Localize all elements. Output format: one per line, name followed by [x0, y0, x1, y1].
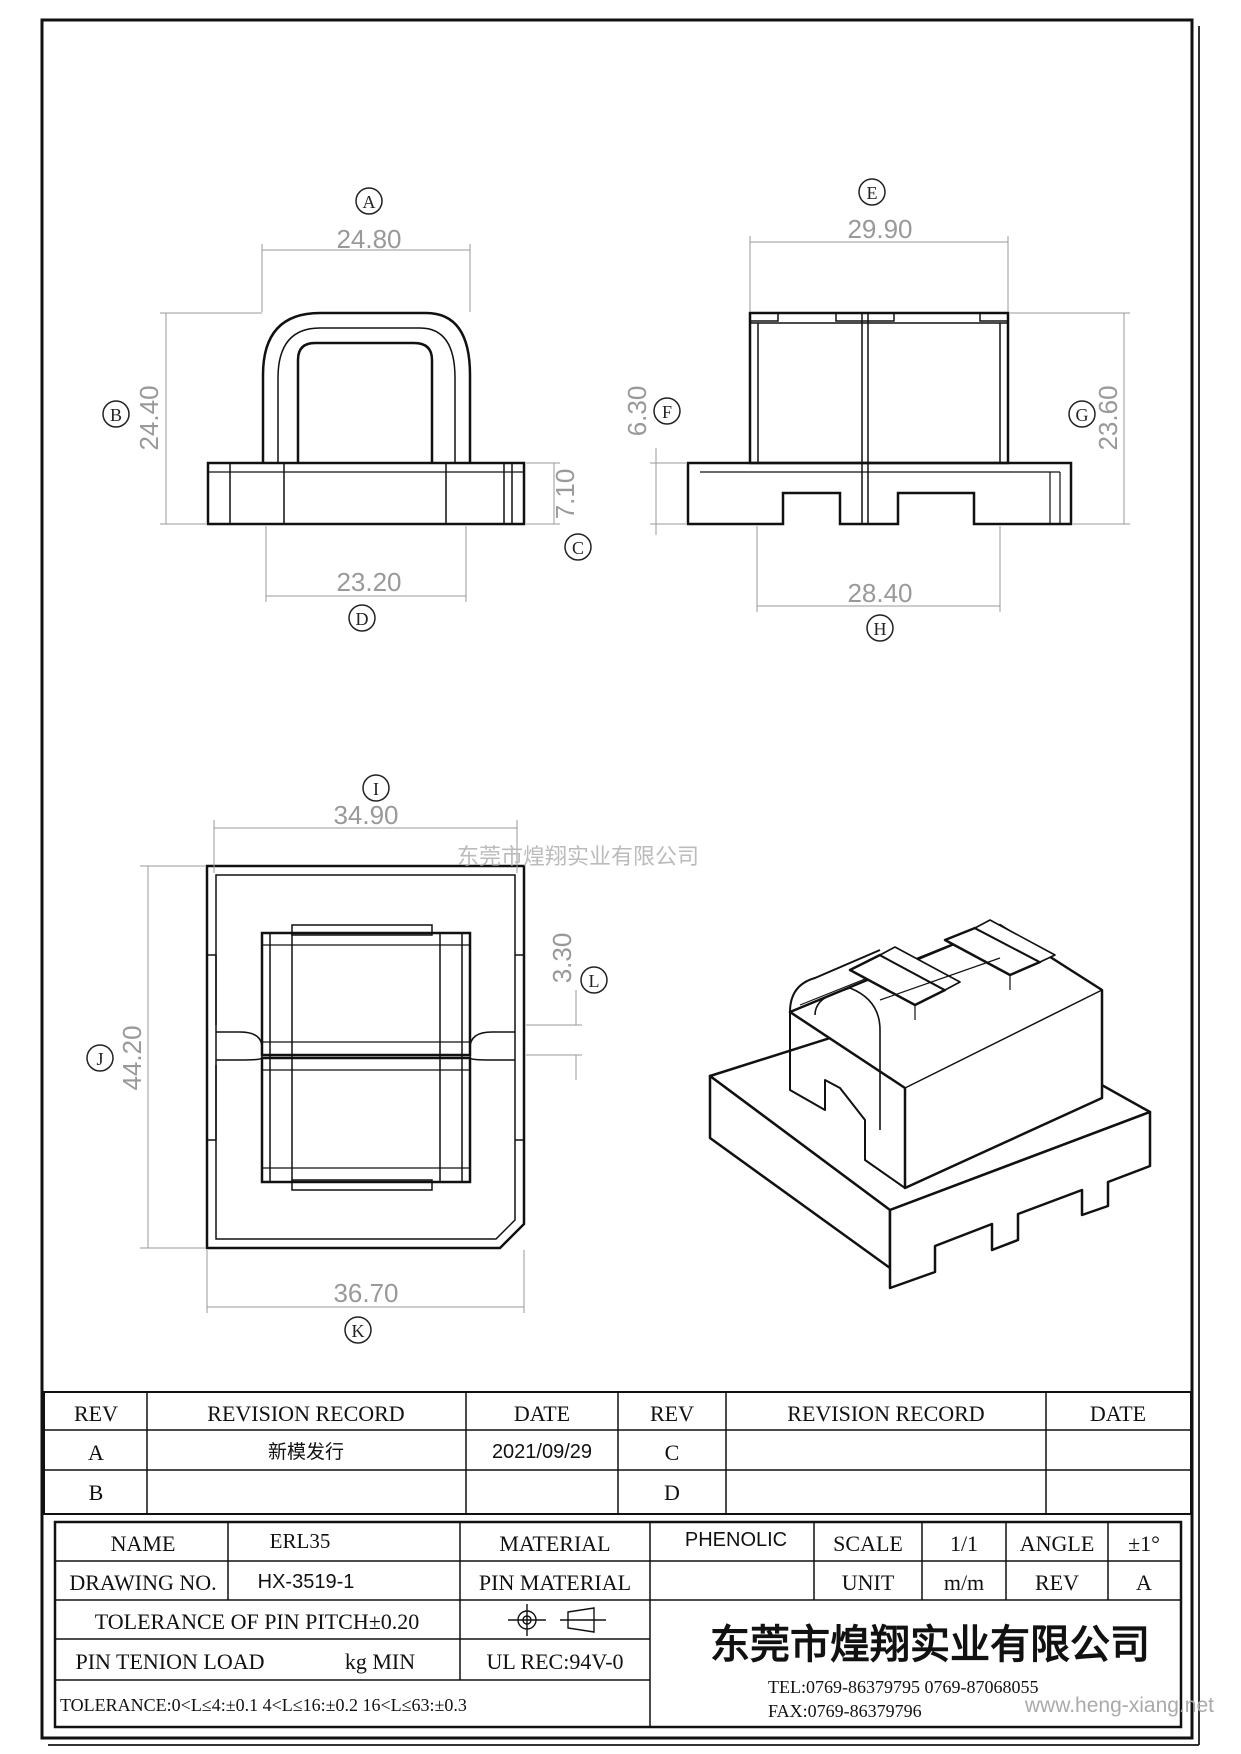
front-bobbin-outer [261, 311, 472, 463]
isometric-view [708, 919, 1152, 1290]
ul-rating: UL REC:94V-0 [486, 1649, 623, 1674]
dim-B-label: B [110, 405, 122, 425]
dim-I-label: I [373, 779, 379, 799]
unit-label: UNIT [842, 1570, 895, 1595]
dim-D-balloon [348, 604, 376, 632]
drawing-no-label: DRAWING NO. [69, 1570, 216, 1595]
dim-J-value: 44.20 [117, 1025, 147, 1090]
dim-A-label: A [363, 192, 376, 212]
dim-J-label: J [96, 1049, 103, 1069]
dim-C-value: 7.10 [550, 469, 580, 520]
dim-E-label: E [867, 183, 878, 203]
rev-row-a-date: 2021/09/29 [492, 1441, 592, 1463]
rev-header-right: REV [650, 1401, 694, 1426]
date-header-left: DATE [514, 1401, 570, 1426]
dim-E-value: 29.90 [847, 214, 912, 244]
rev-label: REV [1035, 1570, 1079, 1595]
dim-A-value: 24.80 [336, 224, 401, 254]
front-dimensions [160, 244, 560, 602]
dim-L-balloon [580, 966, 608, 994]
dim-A-balloon [355, 187, 383, 215]
watermark-site: www.heng-xiang.net [1024, 1694, 1214, 1717]
dim-B-balloon [102, 400, 130, 428]
dim-I-balloon [362, 774, 390, 802]
dim-G-balloon [1068, 400, 1096, 428]
dim-I-value: 34.90 [333, 800, 398, 830]
material-value: PHENOLIC [685, 1529, 787, 1551]
dim-C-label: C [572, 538, 584, 558]
company-name: 东莞市煌翔实业有限公司 [710, 1622, 1150, 1667]
dim-K-label: K [352, 1321, 365, 1341]
dim-D-value: 23.20 [336, 567, 401, 597]
top-dimensions [140, 820, 582, 1313]
revision-record-header-left: REVISION RECORD [207, 1401, 404, 1426]
dim-L-value: 3.30 [547, 933, 577, 984]
pin-tension-unit: kg MIN [345, 1649, 415, 1674]
dim-F-balloon [653, 397, 681, 425]
scale-value: 1/1 [950, 1531, 978, 1556]
dim-F-label: F [662, 402, 672, 422]
company-fax: FAX:0769-86379796 [768, 1701, 922, 1721]
general-tolerance: TOLERANCE:0<L≤4:±0.1 4<L≤16:±0.2 16<L≤63… [60, 1695, 467, 1715]
top-base-outline [205, 864, 526, 1250]
dim-C-balloon [564, 533, 592, 561]
sheet-border [40, 18, 1194, 1740]
angle-label: ANGLE [1020, 1531, 1095, 1556]
drawing-no-value: HX-3519-1 [258, 1571, 355, 1593]
material-label: MATERIAL [499, 1531, 610, 1556]
top-bobbin-lower [260, 1056, 472, 1184]
front-view [206, 311, 526, 526]
tolerance-pin-pitch: TOLERANCE OF PIN PITCH±0.20 [95, 1609, 420, 1634]
side-dimensions [650, 236, 1130, 612]
rev-row-a-record: 新模发行 [268, 1441, 344, 1463]
dim-F-value: 6.30 [622, 386, 652, 437]
date-header-right: DATE [1090, 1401, 1146, 1426]
side-view [686, 311, 1073, 526]
dim-J-balloon [86, 1044, 114, 1072]
pin-material-label: PIN MATERIAL [479, 1570, 631, 1595]
unit-value: m/m [944, 1570, 984, 1595]
title-block [53, 1520, 1183, 1729]
angle-value: ±1° [1128, 1531, 1160, 1556]
pin-tension-label: PIN TENION LOAD [75, 1649, 264, 1674]
dim-E-balloon [858, 178, 886, 206]
dim-K-value: 36.70 [333, 1278, 398, 1308]
side-body [748, 311, 1010, 465]
projection-symbol [508, 1604, 606, 1636]
front-base [206, 461, 526, 526]
dim-D-label: D [356, 609, 369, 629]
company-tel: TEL:0769-86379795 0769-87068055 [768, 1677, 1038, 1697]
top-bobbin-upper [260, 931, 472, 1057]
rev-value: A [1136, 1570, 1152, 1595]
rev-header-left: REV [74, 1401, 118, 1426]
rev-row-b-rev: B [89, 1480, 104, 1505]
dim-B-value: 24.40 [134, 385, 164, 450]
rev-row-d-rev: D [664, 1480, 680, 1505]
rev-row-a-rev: A [88, 1440, 104, 1465]
dim-G-value: 23.60 [1093, 385, 1123, 450]
dim-H-label: H [874, 619, 887, 639]
side-base [686, 461, 1073, 526]
front-window [296, 341, 434, 463]
watermark-company: 东莞市煌翔实业有限公司 [457, 844, 699, 869]
scale-label: SCALE [833, 1531, 903, 1556]
dim-H-balloon [866, 614, 894, 642]
revision-table [43, 1391, 1192, 1515]
dim-L-label: L [589, 971, 600, 991]
name-label: NAME [111, 1531, 176, 1556]
name-value: ERL35 [270, 1529, 331, 1553]
dim-H-value: 28.40 [847, 578, 912, 608]
top-view [205, 864, 526, 1250]
dim-K-balloon [344, 1316, 372, 1344]
rev-row-c-rev: C [665, 1440, 680, 1465]
revision-record-header-right: REVISION RECORD [787, 1401, 984, 1426]
dim-G-label: G [1076, 405, 1089, 425]
